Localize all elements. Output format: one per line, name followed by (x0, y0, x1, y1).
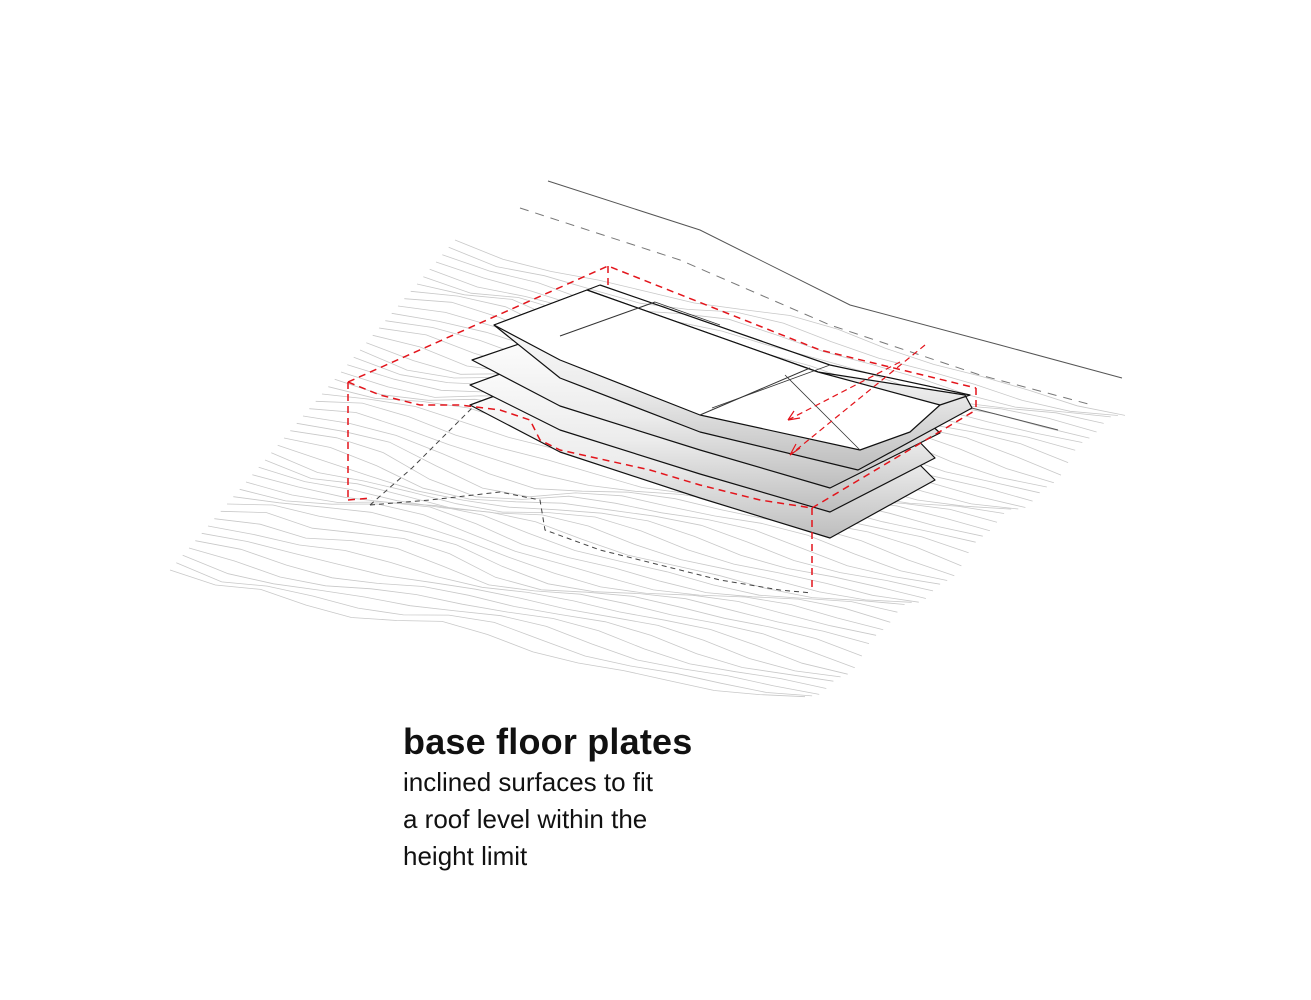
contour-line (271, 452, 919, 603)
caption-line-3: height limit (403, 841, 528, 871)
contour-line (176, 562, 813, 697)
floor-plate-stack (469, 284, 973, 539)
contour-line (195, 540, 834, 682)
contour-line (245, 481, 891, 623)
contour-line (233, 496, 877, 636)
contour-line (290, 430, 941, 585)
caption-line-2: a roof level within the (403, 804, 648, 834)
contour-line (207, 525, 848, 675)
contour-line (258, 466, 905, 605)
contour-line (302, 415, 955, 577)
height-limit-envelope (347, 265, 977, 590)
contour-line (264, 459, 912, 603)
incline-arrow (787, 344, 926, 456)
contour-line (188, 547, 827, 689)
contour-line (309, 408, 962, 567)
contour-line (169, 569, 806, 698)
caption-line-1: inclined surfaces to fit (403, 767, 654, 797)
contour-line (220, 510, 863, 657)
road-edge (519, 180, 1123, 431)
contour-line (239, 488, 884, 631)
floor-plate-1 (493, 284, 973, 471)
contour-line (252, 474, 898, 613)
contour-line (226, 503, 870, 644)
contour-line (214, 518, 855, 669)
contour-line (201, 532, 841, 678)
contour-line (283, 437, 934, 592)
contour-line (182, 554, 820, 695)
site-footprint (369, 404, 813, 594)
contour-line (442, 254, 1111, 418)
contour-line (296, 422, 948, 581)
caption-title: base floor plates (403, 721, 693, 762)
contour-line (435, 261, 1104, 424)
contour-line (277, 444, 926, 599)
contour-line (448, 246, 1118, 416)
diagram-caption: base floor plates inclined surfaces to f… (403, 720, 903, 875)
contour-line (454, 239, 1126, 416)
contour-line (315, 400, 969, 554)
